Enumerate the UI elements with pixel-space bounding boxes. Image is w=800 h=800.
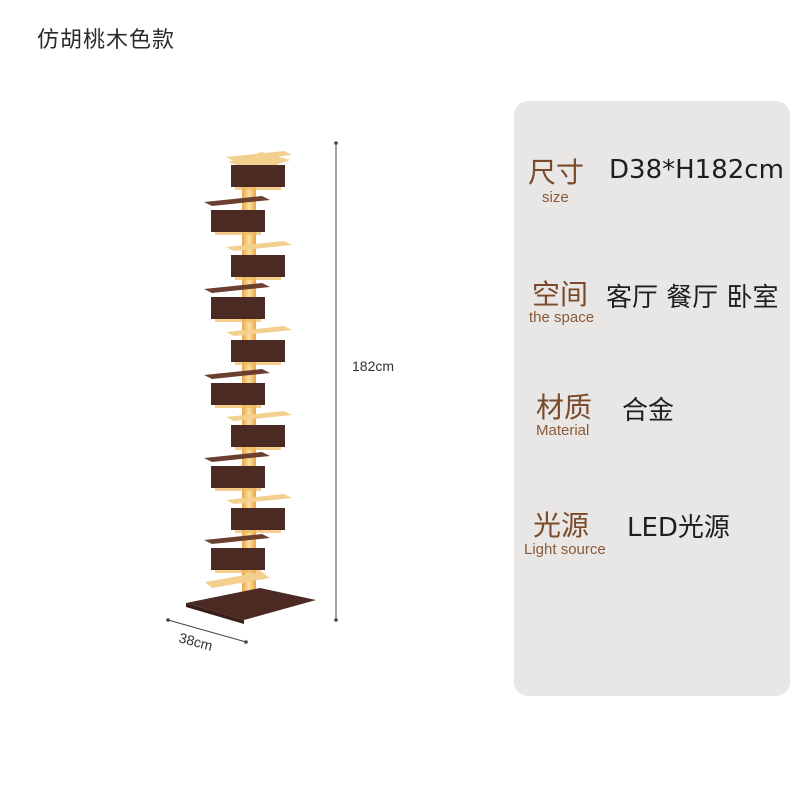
spec-material-en: Material [536, 422, 590, 439]
spec-size-en: size [542, 189, 569, 206]
lamp-wood-block [211, 210, 265, 232]
lamp-wood-block [231, 165, 285, 187]
spec-space-cn: 空间 [532, 278, 589, 311]
spec-size-value: D38*H182cm [609, 155, 784, 185]
spec-space-value: 客厅 餐厅 卧室 [606, 283, 779, 313]
lamp-shelf [204, 369, 270, 379]
spec-material-cn: 材质 [536, 391, 593, 424]
height-dimension-label: 182cm [352, 358, 394, 374]
spec-material-value: 合金 [622, 396, 675, 426]
lamp-shelf [226, 411, 292, 421]
lamp-glow [215, 488, 261, 491]
lamp-shelf [205, 572, 270, 588]
spec-light-en: Light source [524, 541, 606, 558]
lamp-wood-block [211, 297, 265, 319]
lamp-glow [215, 232, 261, 235]
lamp-shelf [204, 196, 270, 206]
product-variant-title: 仿胡桃木色款 [37, 28, 176, 53]
lamp-wood-block [231, 508, 285, 530]
lamp-glow [235, 447, 281, 450]
spec-light-source: 光源 Light source LED光源 [514, 504, 790, 574]
spec-space: 空间 the space 客厅 餐厅 卧室 [514, 273, 790, 343]
lamp-glow [215, 570, 261, 573]
lamp-wood-block [211, 548, 265, 570]
spec-light-value: LED光源 [627, 513, 730, 543]
lamp-shelf [226, 494, 292, 504]
lamp-shelf [204, 534, 270, 544]
lamp-glow [235, 277, 281, 280]
spec-material: 材质 Material 合金 [514, 386, 790, 456]
lamp-wood-block [211, 466, 265, 488]
lamp-glow [215, 319, 261, 322]
lamp-shelf [226, 151, 292, 161]
spec-space-en: the space [529, 309, 595, 326]
spec-size-cn: 尺寸 [528, 156, 585, 189]
lamp-shelf [226, 326, 292, 336]
lamp-shelf [204, 452, 270, 462]
lamp-wood-block [211, 383, 265, 405]
lamp-glow [235, 530, 281, 533]
spec-size: 尺寸 size D38*H182cm [514, 151, 790, 221]
lamp-shelf [204, 283, 270, 293]
lamp-glow [235, 187, 281, 190]
spec-panel: 尺寸 size D38*H182cm 空间 the space 客厅 餐厅 卧室… [514, 101, 790, 696]
width-dimension-label: 38cm [177, 629, 214, 653]
floor-lamp-illustration: 182cm 38cm [166, 141, 394, 654]
spec-light-cn: 光源 [533, 509, 590, 542]
lamp-wood-block [231, 255, 285, 277]
lamp-wood-block [231, 425, 285, 447]
lamp-glow [235, 362, 281, 365]
lamp-glow [215, 405, 261, 408]
lamp-shelf [226, 241, 292, 251]
lamp-wood-block [231, 340, 285, 362]
